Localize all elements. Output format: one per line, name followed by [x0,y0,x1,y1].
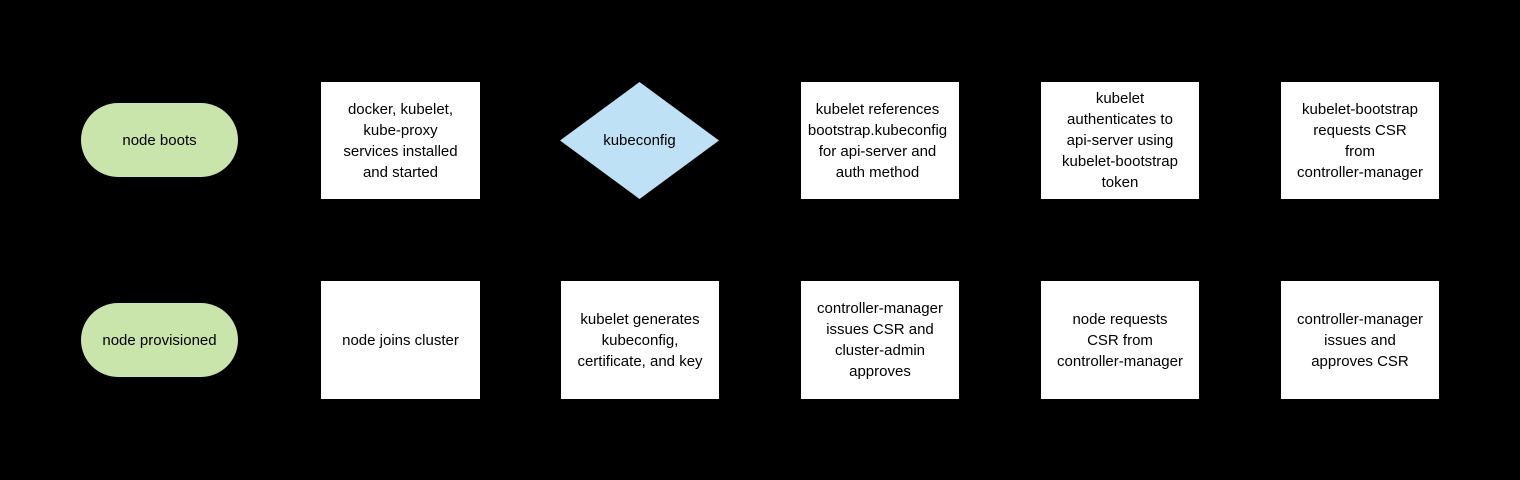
flow-node-node-provisioned[interactable]: node provisioned [81,303,238,377]
flow-node-label-kubelet-generates-kubeconfig: kubelet generates kubeconfig, certificat… [577,310,703,370]
flow-node-node-requests-csr[interactable]: node requests CSR from controller-manage… [1041,281,1199,399]
flow-node-label-controller-manager-issues-approves: controller-manager issues and approves C… [1297,310,1423,370]
flow-node-kubelet-bootstrap-requests-csr[interactable]: kubelet-bootstrap requests CSR from cont… [1281,82,1439,199]
flow-node-kubelet-generates-kubeconfig[interactable]: kubelet generates kubeconfig, certificat… [561,281,719,399]
flow-node-kubeconfig-decision[interactable]: kubeconfig [560,82,719,199]
flow-node-label-node-requests-csr: node requests CSR from controller-manage… [1057,310,1183,370]
flow-node-label-kubelet-bootstrap-requests-csr: kubelet-bootstrap requests CSR from cont… [1297,100,1423,181]
flow-node-label-services-installed: docker, kubelet, kube-proxy services ins… [343,100,458,181]
flow-node-label-kubelet-references-bootstrap: kubelet references bootstrap.kubeconfig … [807,100,948,181]
flow-node-label-node-boots: node boots [122,131,197,149]
flow-node-kubelet-references-bootstrap[interactable]: kubelet references bootstrap.kubeconfig … [801,82,959,199]
flow-node-node-boots[interactable]: node boots [81,103,238,177]
flow-node-label-node-provisioned: node provisioned [102,331,217,349]
flow-node-label-kubeconfig-decision: kubeconfig [603,132,676,149]
flow-node-label-kubelet-authenticates: kubelet authenticates to api-server usin… [1062,90,1178,191]
flow-node-services-installed[interactable]: docker, kubelet, kube-proxy services ins… [321,82,480,199]
flow-node-node-joins-cluster[interactable]: node joins cluster [321,281,480,399]
flow-node-kubelet-authenticates[interactable]: kubelet authenticates to api-server usin… [1041,82,1199,199]
flow-node-label-controller-manager-issues-csr: controller-manager issues CSR and cluste… [817,300,943,380]
flow-node-label-node-joins-cluster: node joins cluster [342,331,459,349]
flow-node-controller-manager-issues-csr[interactable]: controller-manager issues CSR and cluste… [801,281,959,399]
flow-node-controller-manager-issues-approves[interactable]: controller-manager issues and approves C… [1281,281,1439,399]
